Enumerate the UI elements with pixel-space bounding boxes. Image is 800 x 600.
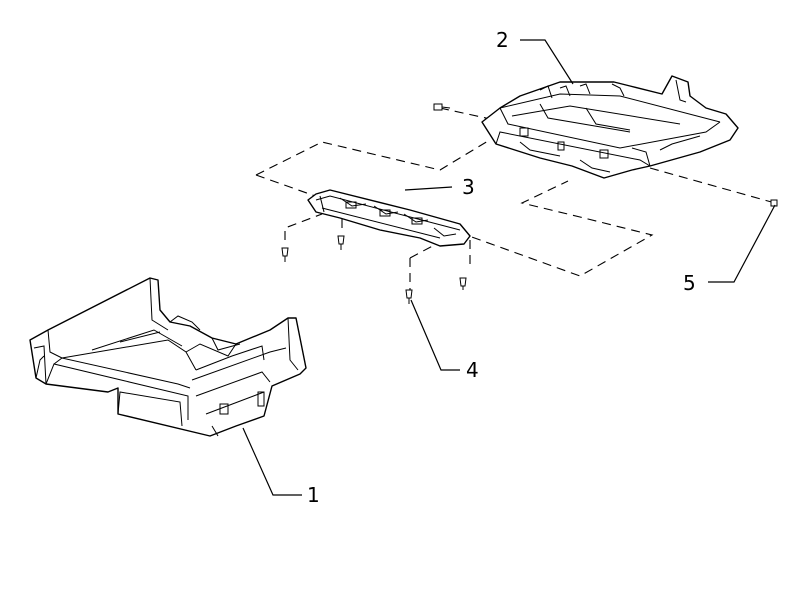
part-1-seat-base [29, 277, 307, 437]
screw-icon [337, 235, 345, 250]
screw-icon [770, 199, 778, 207]
callout-4: 4 [466, 358, 479, 382]
screws [281, 103, 778, 304]
part-3-bracket [307, 189, 471, 247]
callout-3: 3 [462, 175, 475, 199]
screw-icon [459, 277, 467, 290]
assembly-guide-lines [255, 107, 776, 290]
leader-lines [242, 39, 776, 496]
screw-icon [405, 289, 413, 304]
callout-5: 5 [683, 271, 696, 295]
screw-icon [281, 247, 289, 262]
part-2-seat-pan [481, 75, 739, 179]
callout-1: 1 [307, 483, 320, 507]
screw-icon [433, 103, 451, 111]
callout-2: 2 [496, 28, 509, 52]
